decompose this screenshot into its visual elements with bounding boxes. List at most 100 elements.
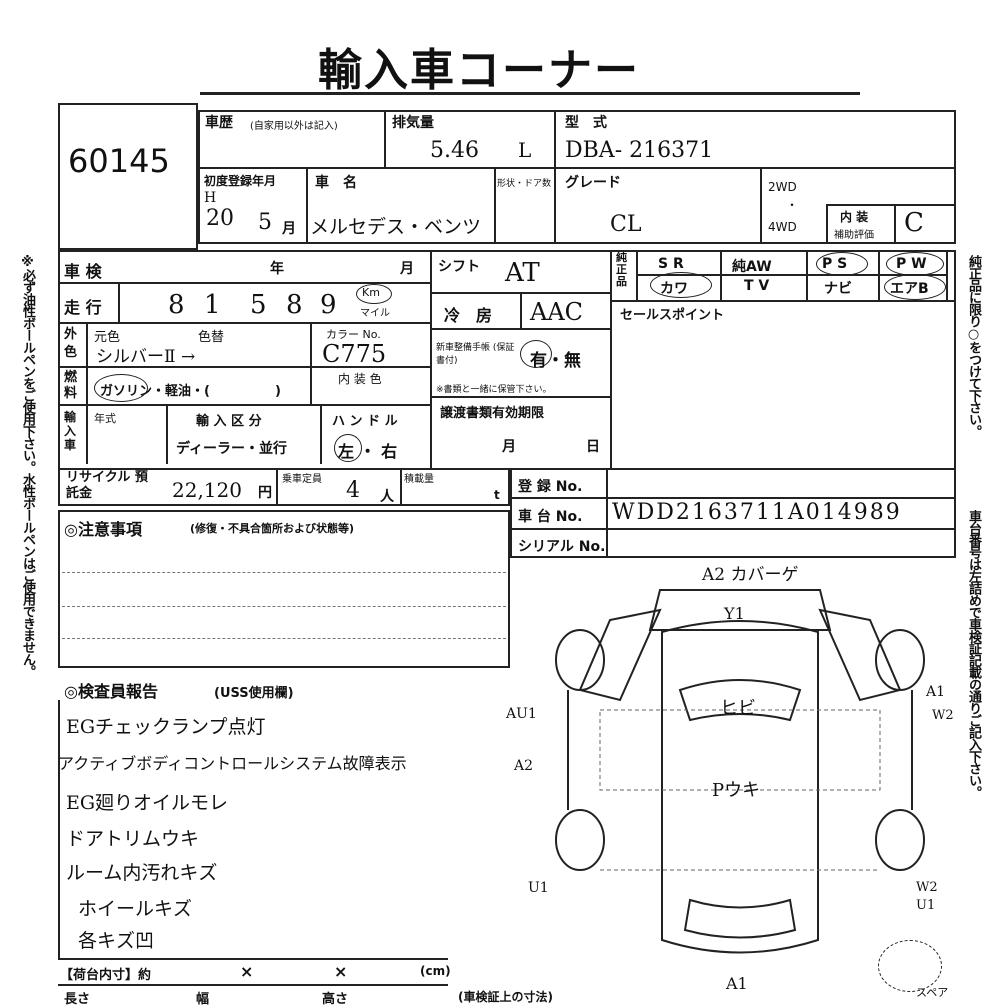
shift-label: シフト (438, 259, 480, 275)
interior-color-label: 内 装 色 (338, 372, 382, 386)
mileage-digit-4: 8 (286, 290, 303, 320)
import-year-label: 年式 (94, 412, 116, 425)
inspector-sub: (USS使用欄) (214, 686, 294, 701)
shaken-label: 車 検 (64, 262, 102, 281)
first-reg-month: 5 (258, 210, 272, 235)
recycle-row (58, 468, 510, 506)
width-label: 幅 (196, 992, 210, 1007)
diagram-a1-right: A1 (926, 684, 946, 700)
mileage-digit-3: 5 (250, 290, 267, 320)
mileage-digit-1: 8 (168, 290, 185, 320)
length-label: 長さ (64, 992, 91, 1007)
serial-label: シリアル No. (518, 539, 606, 555)
import-class-label: 輸 入 区 分 (196, 414, 262, 429)
transfer-day: 日 (586, 439, 600, 455)
color-orig-label: 元色 (94, 330, 121, 345)
transfer-label: 譲渡書類有効期限 (440, 406, 545, 421)
equip-aw: 純AW (732, 259, 772, 275)
interior-label: 内 装 (840, 210, 869, 224)
color-no-label: カラー No. (326, 328, 381, 341)
color-value: シルバーⅡ → (96, 347, 196, 367)
mileage-unit-mile: マイル (360, 308, 390, 319)
diagram-au1: AU1 (506, 706, 537, 722)
handle-label: ハ ン ド ル (332, 414, 398, 429)
history-label: 車歴 (205, 115, 233, 131)
capacity-value: 4 (346, 478, 360, 503)
color-no-value: C775 (322, 340, 387, 368)
inspector-line-7: 各キズ凹 (78, 930, 155, 952)
mileage-unit-km: Km (362, 286, 380, 299)
shape-label: 形状・ドア数 (497, 179, 552, 189)
reg-label: 登 録 No. (518, 479, 583, 495)
displacement-unit: L (518, 138, 532, 162)
right-side-note-top: 純正品に限り○をつけて下さい。 (966, 255, 981, 437)
notes-sub: (修復・不具合箇所および状態等) (190, 522, 355, 535)
cargo-label: 【荷台内寸】約 (60, 968, 152, 983)
notes-label: ◎注意事項 (64, 520, 142, 539)
import-label: 輸入車 (64, 410, 77, 452)
interior-sub: 補助評価 (834, 230, 874, 241)
car-name-value: メルセデス・ベンツ (310, 216, 482, 238)
drive-dot: ・ (786, 198, 799, 212)
recycle-unit: 円 (258, 485, 272, 501)
maintenance-label: 新車整備手帳 (保証書付) (436, 343, 515, 366)
cargo-x2: × (334, 962, 348, 981)
displacement-value: 5.46 (430, 138, 479, 163)
drive-4wd: 4WD (768, 220, 797, 234)
recycle-value: 22,120 (172, 478, 242, 502)
grade-label: グレード (565, 175, 621, 191)
first-reg-label: 初度登録年月 (204, 174, 277, 188)
capacity-label: 乗車定員 (282, 474, 322, 485)
import-class-value: ディーラー・並行 (176, 441, 288, 457)
first-reg-year: 20 (206, 206, 234, 231)
diagram-rear-mark: Y1 (724, 604, 745, 623)
diagram-a1-bottom: A1 (726, 974, 748, 993)
grade-value: CL (610, 212, 642, 237)
inspector-line-3: EG廻りオイルモレ (66, 792, 229, 814)
color-change-label: 色替 (198, 330, 225, 345)
model-value: DBA- 216371 (565, 138, 714, 163)
left-side-note: ※必ず油性ボールペンをご使用下さい。水性ボールペンはご使用できません。 (20, 255, 35, 677)
diagram-w2-right: W2 (932, 708, 954, 723)
model-label: 型 式 (565, 115, 607, 131)
right-side-note-bottom: 車台番号は左詰めで車検証記載の通りご記入下さい。 (966, 510, 981, 798)
cargo-x1: × (240, 962, 254, 981)
car-damage-diagram (555, 589, 925, 954)
car-name-label: 車 名 (315, 175, 357, 191)
load-unit: t (494, 488, 500, 502)
chassis-value: WDD2163711A014989 (612, 500, 902, 525)
diagram-u1-lower: U1 (916, 898, 936, 913)
inspector-label: ◎検査員報告 (64, 682, 158, 701)
sales-point-label: セールスポイント (620, 308, 725, 323)
shift-value: AT (505, 258, 540, 288)
dimension-note: (車検証上の寸法) (458, 990, 553, 1004)
mileage-label: 走 行 (64, 298, 102, 317)
registration-block (510, 468, 956, 558)
lot-number-box (58, 103, 198, 250)
fuel-label: 燃料 (64, 370, 78, 401)
inspector-line-4: ドアトリムウキ (66, 828, 200, 850)
load-label: 積載量 (404, 474, 434, 485)
equip-tv: T V (744, 278, 770, 294)
first-reg-month-unit: 月 (282, 221, 296, 237)
recycle-label: リサイクル 預託金 (66, 470, 148, 501)
equip-sr: S R (658, 256, 684, 272)
shaken-year-label: 年 (270, 261, 284, 277)
diagram-w2-lower: W2 (916, 880, 938, 895)
interior-grade: C (904, 208, 924, 238)
first-reg-era: H (204, 190, 217, 206)
cargo-unit: (cm) (420, 964, 451, 978)
diagram-a2: A2 (514, 758, 534, 774)
transfer-month: 月 (502, 439, 516, 455)
inspector-line-1: EGチェックランプ点灯 (66, 716, 266, 738)
inspector-line-5: ルーム内汚れキズ (66, 862, 218, 884)
inspector-line-6: ホイールキズ (78, 898, 193, 920)
capacity-unit: 人 (380, 489, 394, 505)
history-note: (自家用以外は記入) (250, 121, 338, 132)
height-label: 高さ (322, 992, 349, 1007)
diagram-u1-left: U1 (528, 880, 549, 896)
chassis-label: 車 台 No. (518, 509, 583, 525)
mileage-digit-5: 9 (320, 290, 337, 320)
displacement-label: 排気量 (392, 115, 434, 131)
aircon-label: 冷 房 (444, 306, 493, 325)
